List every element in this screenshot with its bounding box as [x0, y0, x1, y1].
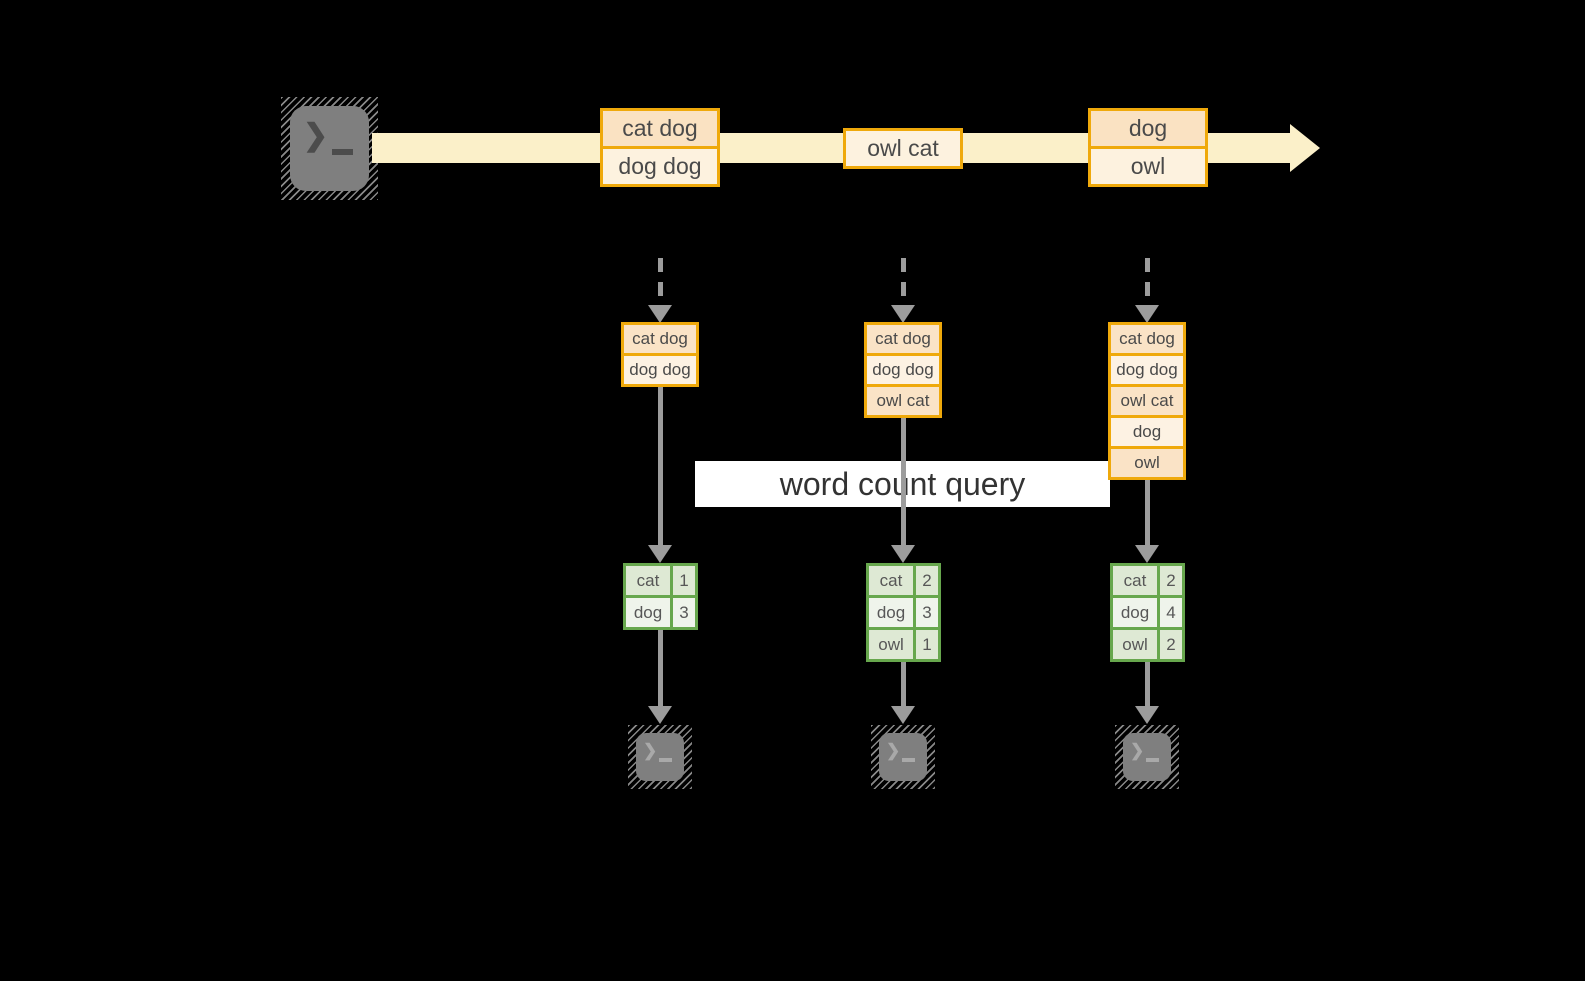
count-cell: 2 — [916, 566, 938, 595]
count-cell: 2 — [1160, 566, 1182, 595]
terminal-window: ❯ — [636, 733, 684, 781]
terminal-prompt-icon: ❯ — [303, 119, 329, 152]
ingest-arrowhead-2 — [891, 305, 915, 323]
table-row: dog 3 — [626, 598, 695, 627]
word-cell: cat — [626, 566, 670, 595]
ingest-arrowhead-3 — [1135, 305, 1159, 323]
word-cell: owl — [1113, 630, 1157, 659]
event-buffer-2: cat dog dog dog owl cat — [864, 322, 942, 418]
stream-event-2: owl cat — [843, 128, 963, 169]
count-table-1: cat 1 dog 3 — [623, 563, 698, 630]
output-arrow-line-3 — [1145, 662, 1150, 706]
count-cell: 2 — [1160, 630, 1182, 659]
query-arrowhead-1 — [648, 545, 672, 563]
event-line: dog dog — [603, 149, 717, 184]
terminal-window: ❯ — [1123, 733, 1171, 781]
query-arrowhead-2 — [891, 545, 915, 563]
output-arrow-line-2 — [901, 662, 906, 706]
word-cell: dog — [1113, 598, 1157, 627]
event-line: cat dog — [603, 111, 717, 146]
count-cell: 1 — [673, 566, 695, 595]
buffer-row: cat dog — [1111, 325, 1183, 353]
output-arrowhead-2 — [891, 706, 915, 724]
event-line: owl — [1091, 149, 1205, 184]
count-cell: 1 — [916, 630, 938, 659]
output-arrow-line-1 — [658, 630, 663, 706]
table-row: dog 4 — [1113, 598, 1182, 627]
table-row: cat 2 — [869, 566, 938, 595]
count-table-3: cat 2 dog 4 owl 2 — [1110, 563, 1185, 662]
sink-terminal-icon-3: ❯ — [1115, 725, 1179, 789]
buffer-row: dog dog — [1111, 356, 1183, 384]
count-cell: 3 — [916, 598, 938, 627]
query-arrow-line-3 — [1145, 480, 1150, 545]
stream-event-3: dog owl — [1088, 108, 1208, 187]
buffer-row: cat dog — [867, 325, 939, 353]
sink-terminal-icon-1: ❯ — [628, 725, 692, 789]
terminal-cursor-icon — [1146, 758, 1159, 762]
stream-event-1: cat dog dog dog — [600, 108, 720, 187]
buffer-row: dog — [1111, 418, 1183, 446]
buffer-row: dog dog — [867, 356, 939, 384]
ingest-arrowhead-1 — [648, 305, 672, 323]
sink-terminal-icon-2: ❯ — [871, 725, 935, 789]
event-buffer-3: cat dog dog dog owl cat dog owl — [1108, 322, 1186, 480]
terminal-cursor-icon — [332, 149, 353, 155]
word-cell: cat — [1113, 566, 1157, 595]
terminal-prompt-icon: ❯ — [886, 741, 901, 760]
buffer-row: cat dog — [624, 325, 696, 353]
terminal-cursor-icon — [659, 758, 672, 762]
query-arrow-line-1 — [658, 385, 663, 545]
buffer-row: dog dog — [624, 356, 696, 384]
table-row: dog 3 — [869, 598, 938, 627]
buffer-row: owl cat — [1111, 387, 1183, 415]
count-cell: 4 — [1160, 598, 1182, 627]
terminal-cursor-icon — [902, 758, 915, 762]
buffer-row: owl cat — [867, 387, 939, 415]
terminal-prompt-icon: ❯ — [1130, 741, 1145, 760]
ingest-arrow-line-3 — [1145, 258, 1150, 305]
buffer-row: owl — [1111, 449, 1183, 477]
event-line: owl cat — [846, 131, 960, 166]
word-cell: owl — [869, 630, 913, 659]
stream-timeline-arrowhead — [1290, 124, 1320, 172]
output-arrowhead-3 — [1135, 706, 1159, 724]
table-row: cat 2 — [1113, 566, 1182, 595]
table-row: cat 1 — [626, 566, 695, 595]
terminal-window: ❯ — [290, 106, 369, 191]
event-line: dog — [1091, 111, 1205, 146]
query-arrow-line-2 — [901, 417, 906, 545]
table-row: owl 1 — [869, 630, 938, 659]
output-arrowhead-1 — [648, 706, 672, 724]
query-arrowhead-3 — [1135, 545, 1159, 563]
table-row: owl 2 — [1113, 630, 1182, 659]
word-cell: cat — [869, 566, 913, 595]
event-buffer-1: cat dog dog dog — [621, 322, 699, 387]
source-terminal-icon: ❯ — [281, 97, 378, 200]
ingest-arrow-line-1 — [658, 258, 663, 305]
ingest-arrow-line-2 — [901, 258, 906, 305]
word-cell: dog — [626, 598, 670, 627]
word-cell: dog — [869, 598, 913, 627]
terminal-window: ❯ — [879, 733, 927, 781]
count-table-2: cat 2 dog 3 owl 1 — [866, 563, 941, 662]
terminal-prompt-icon: ❯ — [643, 741, 658, 760]
count-cell: 3 — [673, 598, 695, 627]
